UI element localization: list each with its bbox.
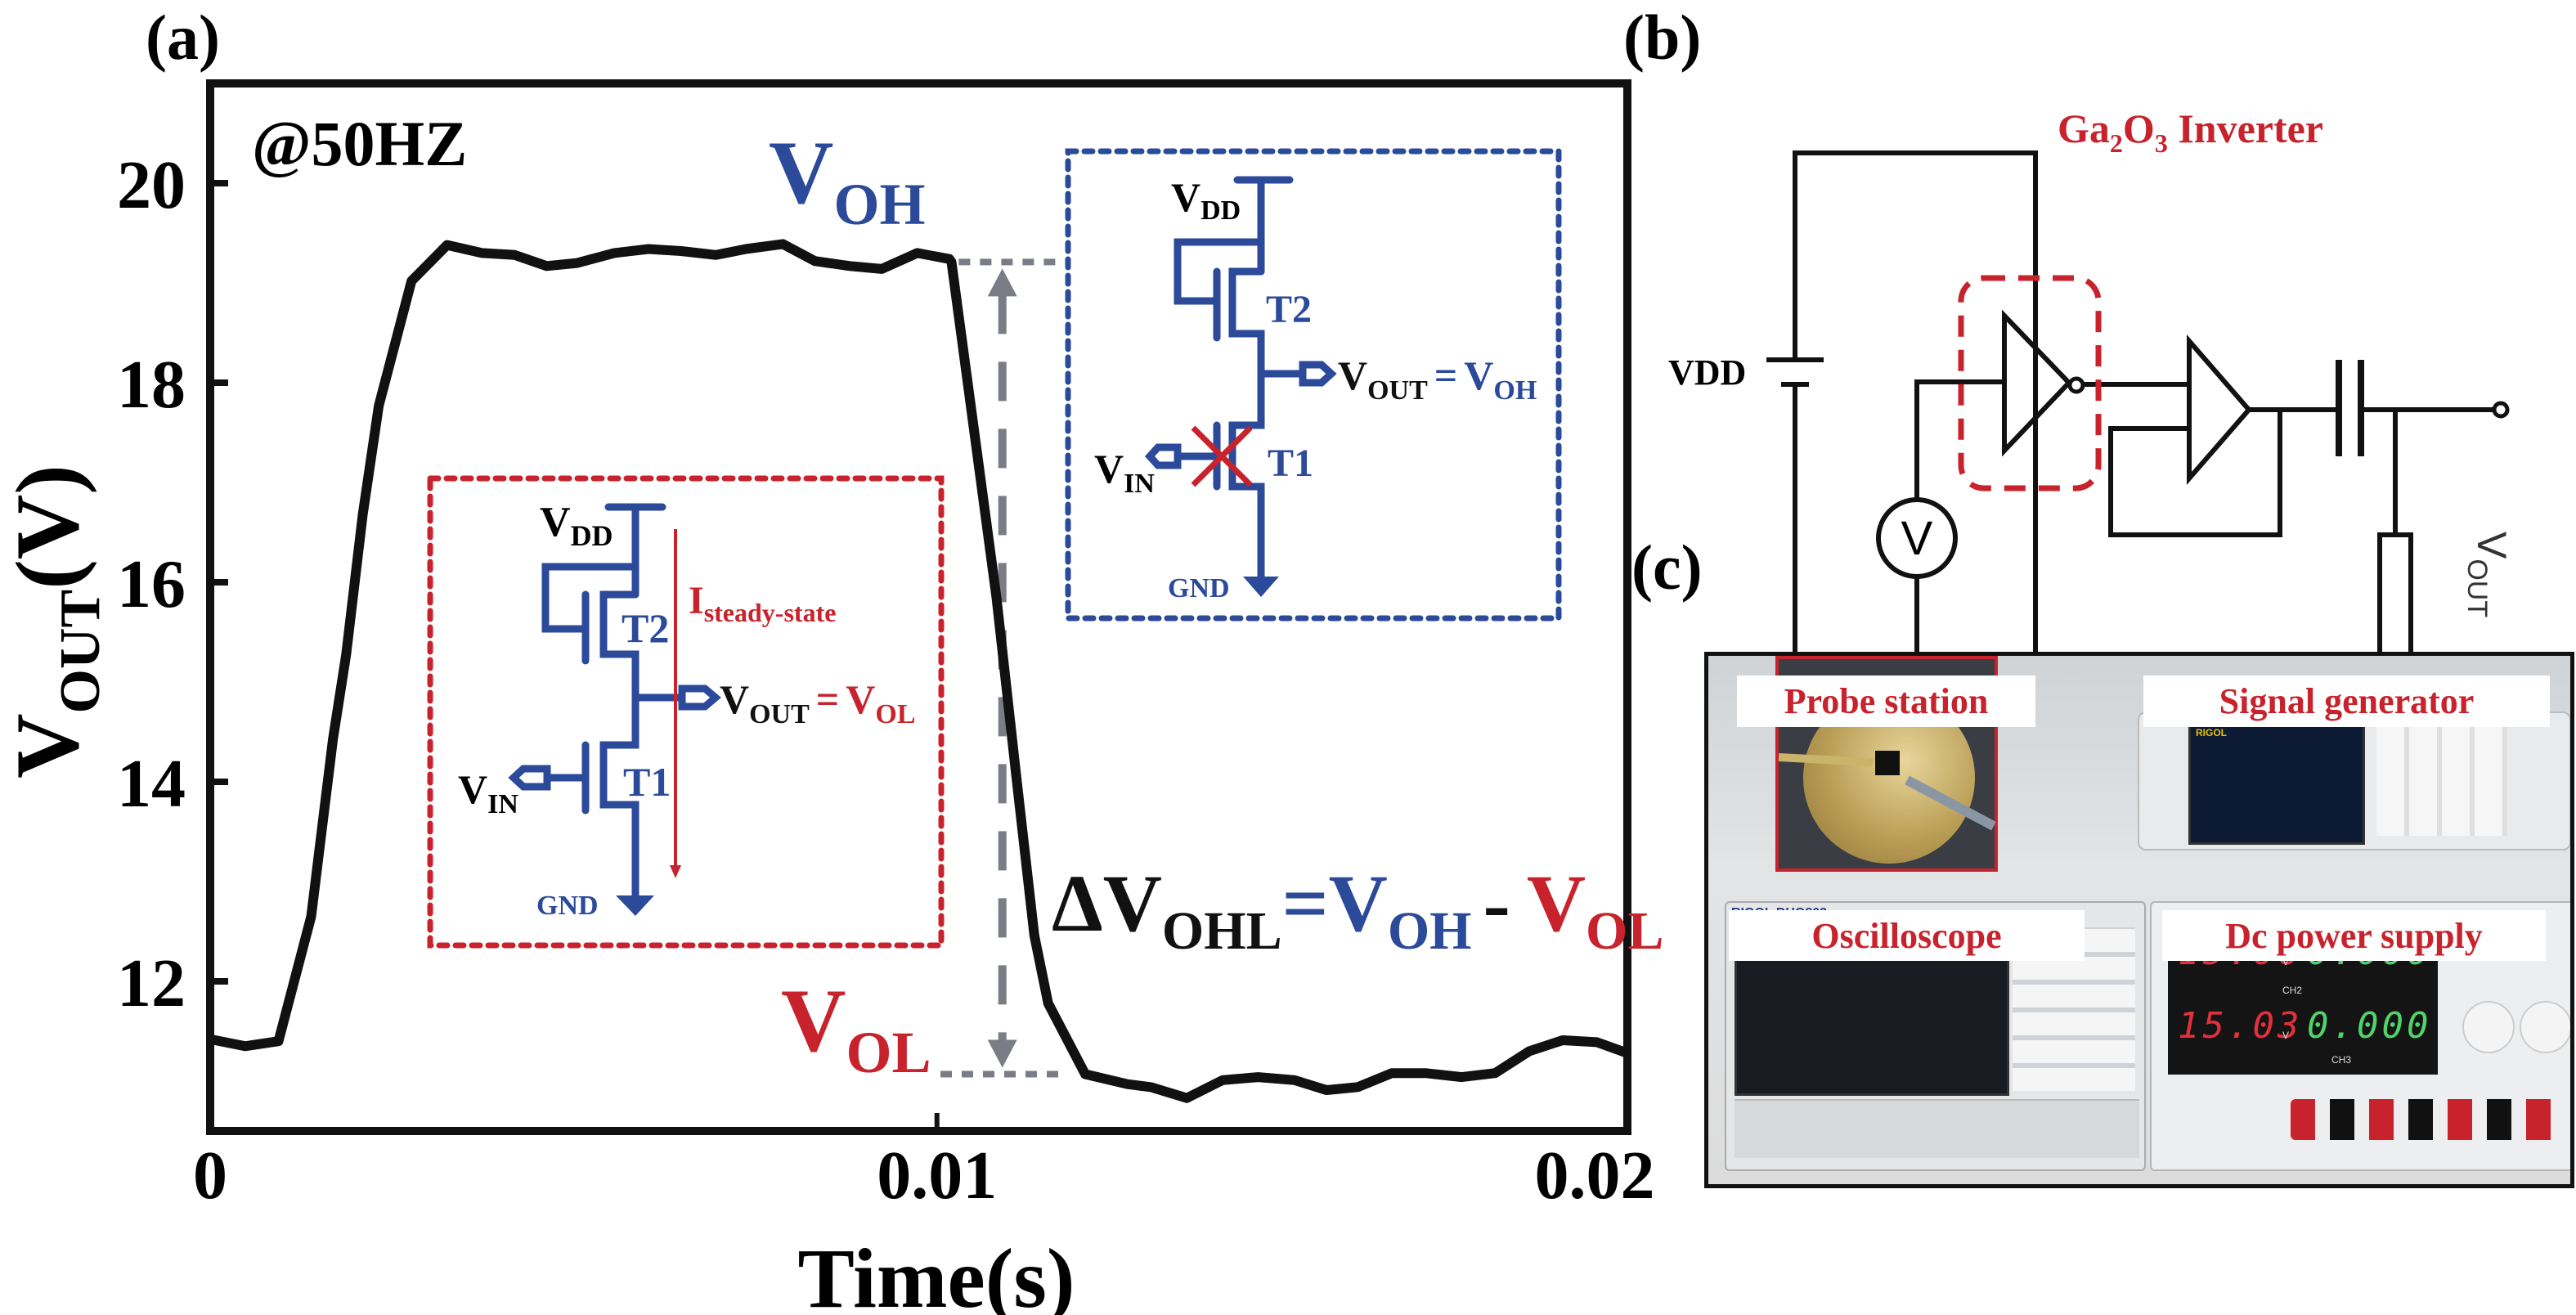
current-arrowhead-icon (670, 865, 681, 878)
psu-voltage-ch3: 15.03 (2178, 1005, 2303, 1047)
svg-text:VOUT(V): VOUT(V) (0, 465, 112, 779)
x-tick-label: 0.02 (1535, 1138, 1655, 1214)
delta-formula: ΔVOHL=VOH-VOL (1052, 858, 1663, 961)
label-oscilloscope: Oscilloscope (1729, 910, 2085, 961)
x-tick-label: 0 (193, 1138, 227, 1214)
y-tick-label: 16 (117, 546, 186, 622)
vout-label: VOUT (2462, 532, 2515, 617)
generator-screen: RIGOL (2188, 721, 2365, 845)
inset-high-state: VDD T2 T1 VOUT=VOH VIN GND (1065, 148, 1562, 622)
oscilloscope-front-panel (1735, 1099, 2139, 1158)
lab-setup-photo: RIGOL RIGOL DHO802 15.06 V 0.000 CH2 15.… (1704, 652, 2574, 1188)
svg-text:VDD: VDD (540, 499, 613, 552)
svg-text:T2: T2 (622, 605, 669, 651)
signal-generator-device: RIGOL (2138, 711, 2570, 850)
panel-label-a: (a) (146, 2, 220, 73)
inverter-title: Ga2O3 Inverter (2058, 105, 2323, 158)
output-terminal-icon (2492, 401, 2510, 419)
x-tick-label: 0.01 (877, 1138, 997, 1214)
svg-text:VOUT=VOH: VOUT=VOH (1338, 352, 1537, 406)
inverter-bubble-icon (2067, 376, 2085, 394)
y-axis-label: VOUT(V) (0, 465, 112, 779)
arrow-up-icon (987, 268, 1017, 297)
svg-text:VIN: VIN (1094, 446, 1155, 499)
ground-arrow-icon (616, 895, 654, 916)
sample-chip (1875, 751, 1900, 775)
psu-knob-1 (2462, 1001, 2515, 1053)
svg-text:VDD: VDD (1171, 174, 1241, 226)
plot-frame (206, 79, 1631, 1135)
svg-text:GND: GND (1168, 573, 1230, 604)
vdd-label: VDD (1668, 352, 1746, 393)
psu-terminals (2291, 1099, 2560, 1140)
y-ticks: 12 14 16 18 20 (117, 147, 228, 1021)
inset-low-state: VDD T2 T1 Isteady-state VOUT=VOL VIN GND (427, 475, 945, 949)
voltmeter-icon (1876, 497, 1958, 579)
psu-current-ch3: 0.000 (2307, 1005, 2432, 1047)
y-tick-label: 20 (117, 147, 186, 223)
inverter-schematic-low (508, 503, 721, 900)
label-signal-generator: Signal generator (2143, 675, 2550, 727)
svg-text:T1: T1 (1268, 442, 1313, 485)
off-cross-icon (1191, 425, 1253, 487)
ground-arrow-icon (1243, 577, 1279, 597)
svg-text:T1: T1 (623, 759, 671, 805)
chart-a: 12 14 16 18 20 0 0.01 0.02 VOUT(V) Time(s) @50… (0, 79, 1663, 1315)
arrow-down-icon (987, 1039, 1017, 1068)
label-dc-power-supply: Dc power supply (2162, 910, 2546, 961)
frequency-note: @50HZ (252, 108, 467, 179)
panel-label-c: (c) (1631, 532, 1703, 603)
y-tick-label: 14 (117, 746, 186, 822)
svg-text:VIN: VIN (458, 766, 518, 819)
voltmeter-label: V (1901, 512, 1933, 565)
vout-trace (209, 239, 1630, 1103)
panel-label-b: (b) (1623, 2, 1701, 73)
svg-text:T2: T2 (1266, 288, 1312, 331)
y-tick-label: 18 (117, 347, 186, 423)
inverter-schematic-high (1144, 176, 1337, 585)
voh-label: VOH (769, 123, 925, 237)
x-ticks: 0 0.01 0.02 (193, 1113, 1655, 1214)
y-tick-label: 12 (117, 945, 186, 1021)
label-probe-station: Probe station (1737, 675, 2035, 727)
inverter-highlight-box (1958, 275, 2102, 491)
svg-text:GND: GND (536, 891, 599, 921)
svg-text:VOUT: VOUT (2462, 532, 2515, 617)
vol-label: VOL (781, 971, 931, 1085)
x-axis-label: Time(s) (798, 1232, 1075, 1315)
generator-buttons (2376, 721, 2507, 836)
svg-text:VOUT=VOL: VOUT=VOL (720, 676, 916, 729)
svg-text:Isteady-state: Isteady-state (689, 579, 836, 627)
psu-knob-2 (2520, 1001, 2570, 1053)
